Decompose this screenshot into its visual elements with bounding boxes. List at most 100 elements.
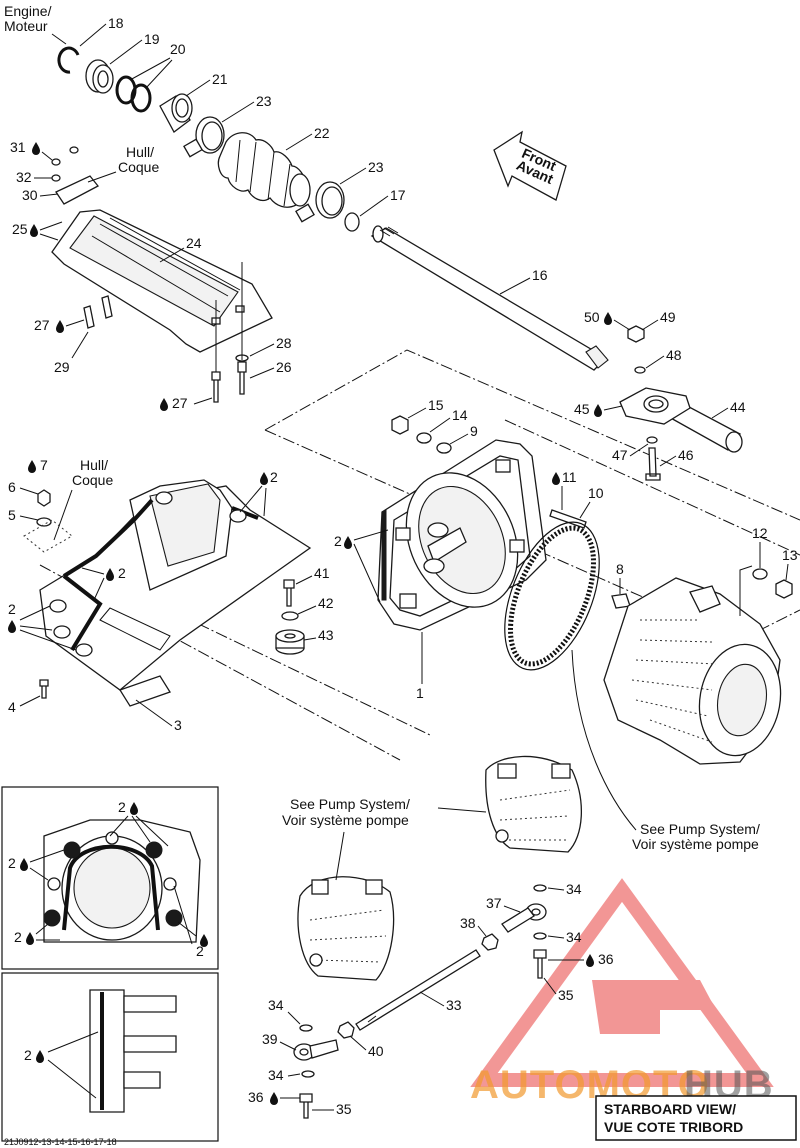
rod-33 bbox=[355, 949, 481, 1031]
view-title: STARBOARD VIEW/ VUE COTE TRIBORD bbox=[604, 1101, 743, 1135]
callout-22: 22 bbox=[314, 125, 330, 141]
callout-6: 6 bbox=[8, 479, 16, 495]
washer-9 bbox=[436, 442, 452, 454]
callout-47: 47 bbox=[612, 447, 628, 463]
callout-2d: 2 bbox=[8, 601, 16, 617]
callout-23b: 23 bbox=[368, 159, 384, 175]
engine-label: Engine/ Moteur bbox=[4, 3, 55, 34]
callout-20: 20 bbox=[170, 41, 186, 57]
bolt-27b bbox=[211, 371, 221, 403]
stud-10 bbox=[549, 509, 587, 529]
callout-36a: 36 bbox=[598, 951, 614, 967]
callout-18: 18 bbox=[108, 15, 124, 31]
callout-25: 25 bbox=[12, 221, 28, 237]
callout-2c: 2 bbox=[118, 565, 126, 581]
callout-35b: 35 bbox=[336, 1101, 352, 1117]
callout-1: 1 bbox=[416, 685, 424, 701]
circlip-18 bbox=[57, 46, 80, 74]
front-label: Front Avant bbox=[514, 145, 562, 188]
nut-49 bbox=[627, 325, 645, 343]
callout-30: 30 bbox=[22, 187, 38, 203]
callout-45: 45 bbox=[574, 401, 590, 417]
callout-11: 11 bbox=[562, 469, 577, 485]
bolt-35b bbox=[299, 1093, 313, 1119]
callout-28: 28 bbox=[276, 335, 292, 351]
bolt-26 bbox=[237, 361, 247, 395]
bolt-46 bbox=[645, 447, 661, 481]
drawing-code: 21J0912-13-14-15-16-17-18 bbox=[4, 1137, 117, 1147]
inset-top-housing bbox=[43, 819, 201, 943]
callout-43: 43 bbox=[318, 627, 334, 643]
callout-2g: 2 bbox=[14, 929, 22, 945]
callout-31: 31 bbox=[10, 139, 26, 155]
watermark-logo bbox=[470, 878, 774, 1087]
callout-26: 26 bbox=[276, 359, 292, 375]
callout-32: 32 bbox=[16, 169, 32, 185]
callout-14: 14 bbox=[452, 407, 468, 423]
view-title-box bbox=[595, 1095, 797, 1141]
washer-32 bbox=[51, 174, 61, 182]
washer-34a bbox=[533, 884, 547, 892]
washer-14 bbox=[416, 432, 432, 444]
ring-17 bbox=[344, 212, 360, 232]
callout-17: 17 bbox=[390, 187, 406, 203]
pump-housing bbox=[603, 577, 782, 765]
drive-shaft-16 bbox=[370, 225, 609, 371]
callout-33: 33 bbox=[446, 997, 462, 1013]
callout-48: 48 bbox=[666, 347, 682, 363]
callout-19: 19 bbox=[144, 31, 160, 47]
callout-37: 37 bbox=[486, 895, 502, 911]
callout-41: 41 bbox=[314, 565, 330, 581]
inset-bottom-side bbox=[89, 989, 177, 1113]
screw-41 bbox=[283, 579, 295, 607]
plate-30 bbox=[55, 175, 99, 205]
callout-2h: 2 bbox=[196, 943, 204, 959]
support-bracket-24 bbox=[51, 209, 273, 353]
callout-36b: 36 bbox=[248, 1089, 264, 1105]
callouts: 18 19 20 21 23 22 23 17 16 31 32 30 25 2… bbox=[8, 15, 798, 1117]
see-pump-label-2: See Pump System/ Voir système pompe bbox=[632, 821, 764, 852]
washer-5 bbox=[36, 517, 52, 527]
screw-4 bbox=[39, 679, 49, 699]
nut-31b bbox=[69, 146, 79, 154]
callout-5: 5 bbox=[8, 507, 16, 523]
callout-15: 15 bbox=[428, 397, 444, 413]
pump-support-housing-1 bbox=[377, 439, 547, 631]
callout-3: 3 bbox=[174, 717, 182, 733]
callout-24: 24 bbox=[186, 235, 202, 251]
callout-23a: 23 bbox=[256, 93, 272, 109]
clip-8 bbox=[611, 593, 631, 609]
callout-8: 8 bbox=[616, 561, 624, 577]
clamp-23a bbox=[183, 116, 225, 158]
hull-patch bbox=[23, 519, 73, 553]
callout-42: 42 bbox=[318, 595, 334, 611]
nut-40 bbox=[337, 1021, 355, 1039]
o-ring-20b bbox=[130, 83, 152, 113]
nut-6 bbox=[37, 489, 51, 507]
hull-label-top: Hull/ Coque bbox=[118, 144, 159, 175]
ball-joint-39 bbox=[293, 1039, 339, 1061]
pump-cover-right bbox=[485, 755, 582, 853]
callout-2e: 2 bbox=[118, 799, 126, 815]
callout-39: 39 bbox=[262, 1031, 278, 1047]
callout-2f: 2 bbox=[8, 855, 16, 871]
washer-34c bbox=[299, 1024, 313, 1032]
washer-12 bbox=[752, 568, 768, 580]
nut-38 bbox=[481, 933, 499, 951]
callout-7: 7 bbox=[40, 457, 48, 473]
callout-38: 38 bbox=[460, 915, 476, 931]
callout-29: 29 bbox=[54, 359, 70, 375]
ring-19 bbox=[85, 59, 114, 94]
callout-2a: 2 bbox=[334, 533, 342, 549]
washer-42 bbox=[281, 611, 299, 621]
callout-35a: 35 bbox=[558, 987, 574, 1003]
callout-34c: 34 bbox=[268, 997, 284, 1013]
callout-2i: 2 bbox=[24, 1047, 32, 1063]
callout-16: 16 bbox=[532, 267, 548, 283]
callout-49: 49 bbox=[660, 309, 676, 325]
callout-9: 9 bbox=[470, 423, 478, 439]
callout-34b: 34 bbox=[566, 929, 582, 945]
callout-34a: 34 bbox=[566, 881, 582, 897]
bolt-35a bbox=[533, 949, 547, 979]
